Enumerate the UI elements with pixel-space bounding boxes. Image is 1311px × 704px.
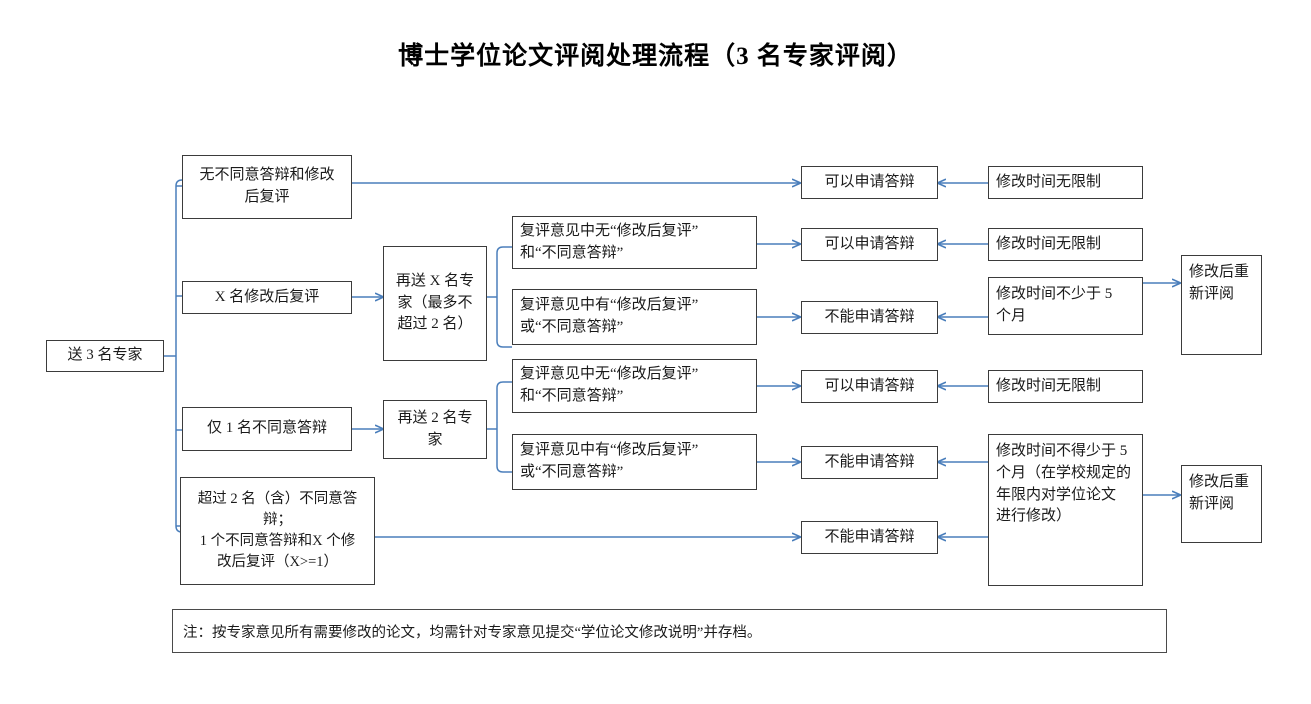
- node-branch-one-objection-label: 仅 1 名不同意答辩: [206, 420, 327, 437]
- node-condition-two-some[interactable]: 复评意见中有“修改后复评” 或“不同意答辩”: [512, 434, 757, 490]
- node-rereview-2-label: 修改后重 新评阅: [1189, 474, 1250, 512]
- node-result-allow-2[interactable]: 可以申请答辩: [801, 228, 938, 261]
- node-result-deny-3[interactable]: 不能申请答辩: [801, 521, 938, 554]
- node-rereview-1-label: 修改后重 新评阅: [1189, 264, 1250, 302]
- page-title: 博士学位论文评阅处理流程（3 名专家评阅）: [398, 43, 913, 70]
- node-time-unlimited-2[interactable]: 修改时间无限制: [988, 228, 1143, 261]
- node-branch-x-revise-label: X 名修改后复评: [214, 288, 320, 305]
- node-condition-two-none[interactable]: 复评意见中无“修改后复评” 和“不同意答辩”: [512, 359, 757, 413]
- node-resend-two-experts-label: 再送 2 名专 家: [397, 409, 473, 448]
- node-condition-two-none-label: 复评意见中无“修改后复评” 和“不同意答辩”: [520, 366, 699, 404]
- node-time-min5-months-2[interactable]: 修改时间不得少于 5 个月（在学校规定的 年限内对学位论文 进行修改）: [988, 434, 1143, 586]
- node-result-deny-2-label: 不能申请答辩: [824, 453, 915, 470]
- node-time-min5-months-1-label: 修改时间不少于 5 个月: [996, 286, 1113, 324]
- node-time-min5-months-1[interactable]: 修改时间不少于 5 个月: [988, 277, 1143, 335]
- node-start-label: 送 3 名专家: [67, 347, 143, 364]
- node-result-allow-3-label: 可以申请答辩: [824, 377, 915, 394]
- node-branch-two-or-more-label: 超过 2 名（含）不同意答 辩； 1 个不同意答辩和X 个修 改后复评（X>=1…: [197, 490, 358, 571]
- node-resend-x-experts-label: 再送 X 名专 家（最多不 超过 2 名）: [395, 272, 475, 333]
- node-time-unlimited-1-label: 修改时间无限制: [996, 173, 1102, 190]
- node-result-deny-1[interactable]: 不能申请答辩: [801, 301, 938, 334]
- node-result-allow-2-label: 可以申请答辩: [824, 235, 915, 252]
- node-result-allow-1-label: 可以申请答辩: [824, 173, 915, 190]
- node-time-unlimited-3-label: 修改时间无限制: [996, 377, 1102, 394]
- node-branch-no-objection[interactable]: 无不同意答辩和修改 后复评: [182, 155, 352, 219]
- node-condition-two-some-label: 复评意见中有“修改后复评” 或“不同意答辩”: [520, 442, 699, 480]
- node-branch-one-objection[interactable]: 仅 1 名不同意答辩: [182, 407, 352, 451]
- node-rereview-1[interactable]: 修改后重 新评阅: [1181, 255, 1262, 355]
- node-result-deny-1-label: 不能申请答辩: [824, 308, 915, 325]
- node-time-unlimited-1[interactable]: 修改时间无限制: [988, 166, 1143, 199]
- footnote-text: 注：按专家意见所有需要修改的论文，均需针对专家意见提交“学位论文修改说明”并存档…: [183, 624, 762, 641]
- node-condition-x-some-label: 复评意见中有“修改后复评” 或“不同意答辩”: [520, 297, 699, 335]
- node-branch-x-revise[interactable]: X 名修改后复评: [182, 281, 352, 314]
- node-result-deny-2[interactable]: 不能申请答辩: [801, 446, 938, 479]
- node-resend-x-experts[interactable]: 再送 X 名专 家（最多不 超过 2 名）: [383, 246, 487, 361]
- node-result-allow-3[interactable]: 可以申请答辩: [801, 370, 938, 403]
- node-condition-x-none[interactable]: 复评意见中无“修改后复评” 和“不同意答辩”: [512, 216, 757, 269]
- node-start[interactable]: 送 3 名专家: [46, 340, 164, 372]
- node-time-min5-months-2-label: 修改时间不得少于 5 个月（在学校规定的 年限内对学位论文 进行修改）: [996, 443, 1132, 525]
- node-branch-two-or-more[interactable]: 超过 2 名（含）不同意答 辩； 1 个不同意答辩和X 个修 改后复评（X>=1…: [180, 477, 375, 585]
- node-branch-no-objection-label: 无不同意答辩和修改 后复评: [199, 167, 335, 205]
- node-time-unlimited-2-label: 修改时间无限制: [996, 235, 1102, 252]
- node-condition-x-some[interactable]: 复评意见中有“修改后复评” 或“不同意答辩”: [512, 289, 757, 345]
- footnote-box: 注：按专家意见所有需要修改的论文，均需针对专家意见提交“学位论文修改说明”并存档…: [172, 609, 1167, 653]
- node-condition-x-none-label: 复评意见中无“修改后复评” 和“不同意答辩”: [520, 222, 699, 261]
- node-result-deny-3-label: 不能申请答辩: [824, 528, 915, 545]
- node-result-allow-1[interactable]: 可以申请答辩: [801, 166, 938, 199]
- node-rereview-2[interactable]: 修改后重 新评阅: [1181, 465, 1262, 543]
- node-resend-two-experts[interactable]: 再送 2 名专 家: [383, 400, 487, 459]
- node-time-unlimited-3[interactable]: 修改时间无限制: [988, 370, 1143, 403]
